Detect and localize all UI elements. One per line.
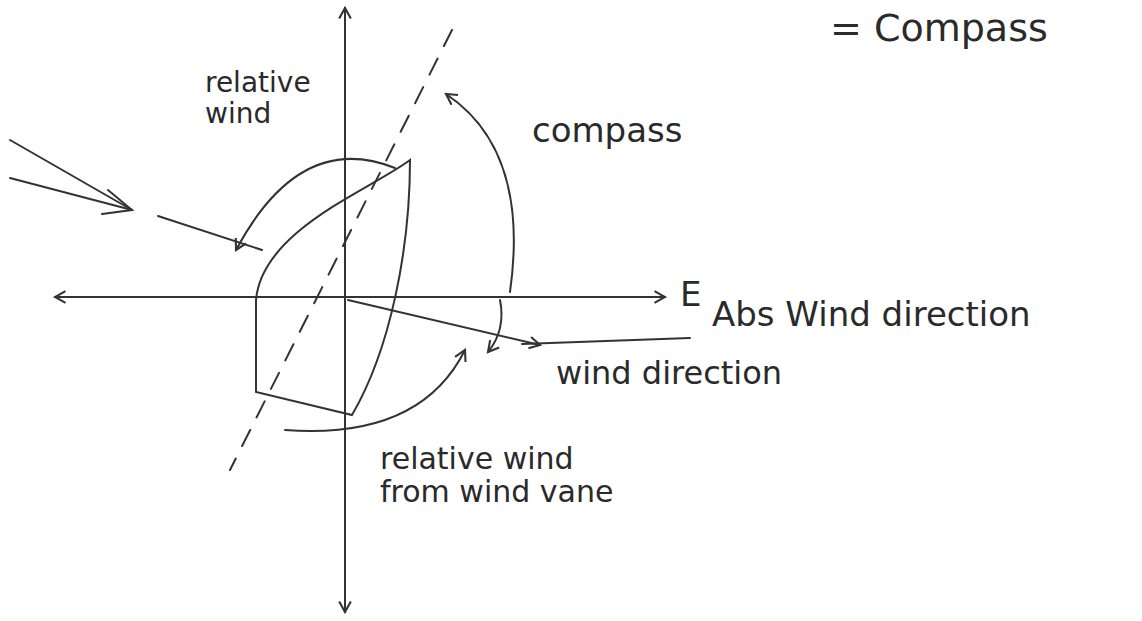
east-axis <box>55 296 665 298</box>
compass-label: compass <box>532 112 682 149</box>
relative-wind-vane-label: relative wind from wind vane <box>380 442 640 508</box>
abs-wind-arc <box>488 300 502 352</box>
relative-wind-arc <box>236 159 395 250</box>
wind-arrowhead <box>102 190 132 214</box>
abs-wind-leader <box>522 338 690 344</box>
wind-direction-label: wind direction <box>556 356 782 391</box>
relative-wind-label: relative wind <box>205 68 323 130</box>
compass-arc <box>446 94 514 292</box>
east-label: E <box>680 276 701 313</box>
relative-wind-vane-arc <box>285 350 465 431</box>
north-axis <box>344 8 346 612</box>
abs-wind-label: Abs Wind direction <box>712 296 1031 333</box>
boat-hull <box>256 160 410 415</box>
note-label: = Compass <box>830 8 1048 50</box>
wind-direction-arrow <box>348 300 540 345</box>
wind-arrow <box>10 140 132 210</box>
